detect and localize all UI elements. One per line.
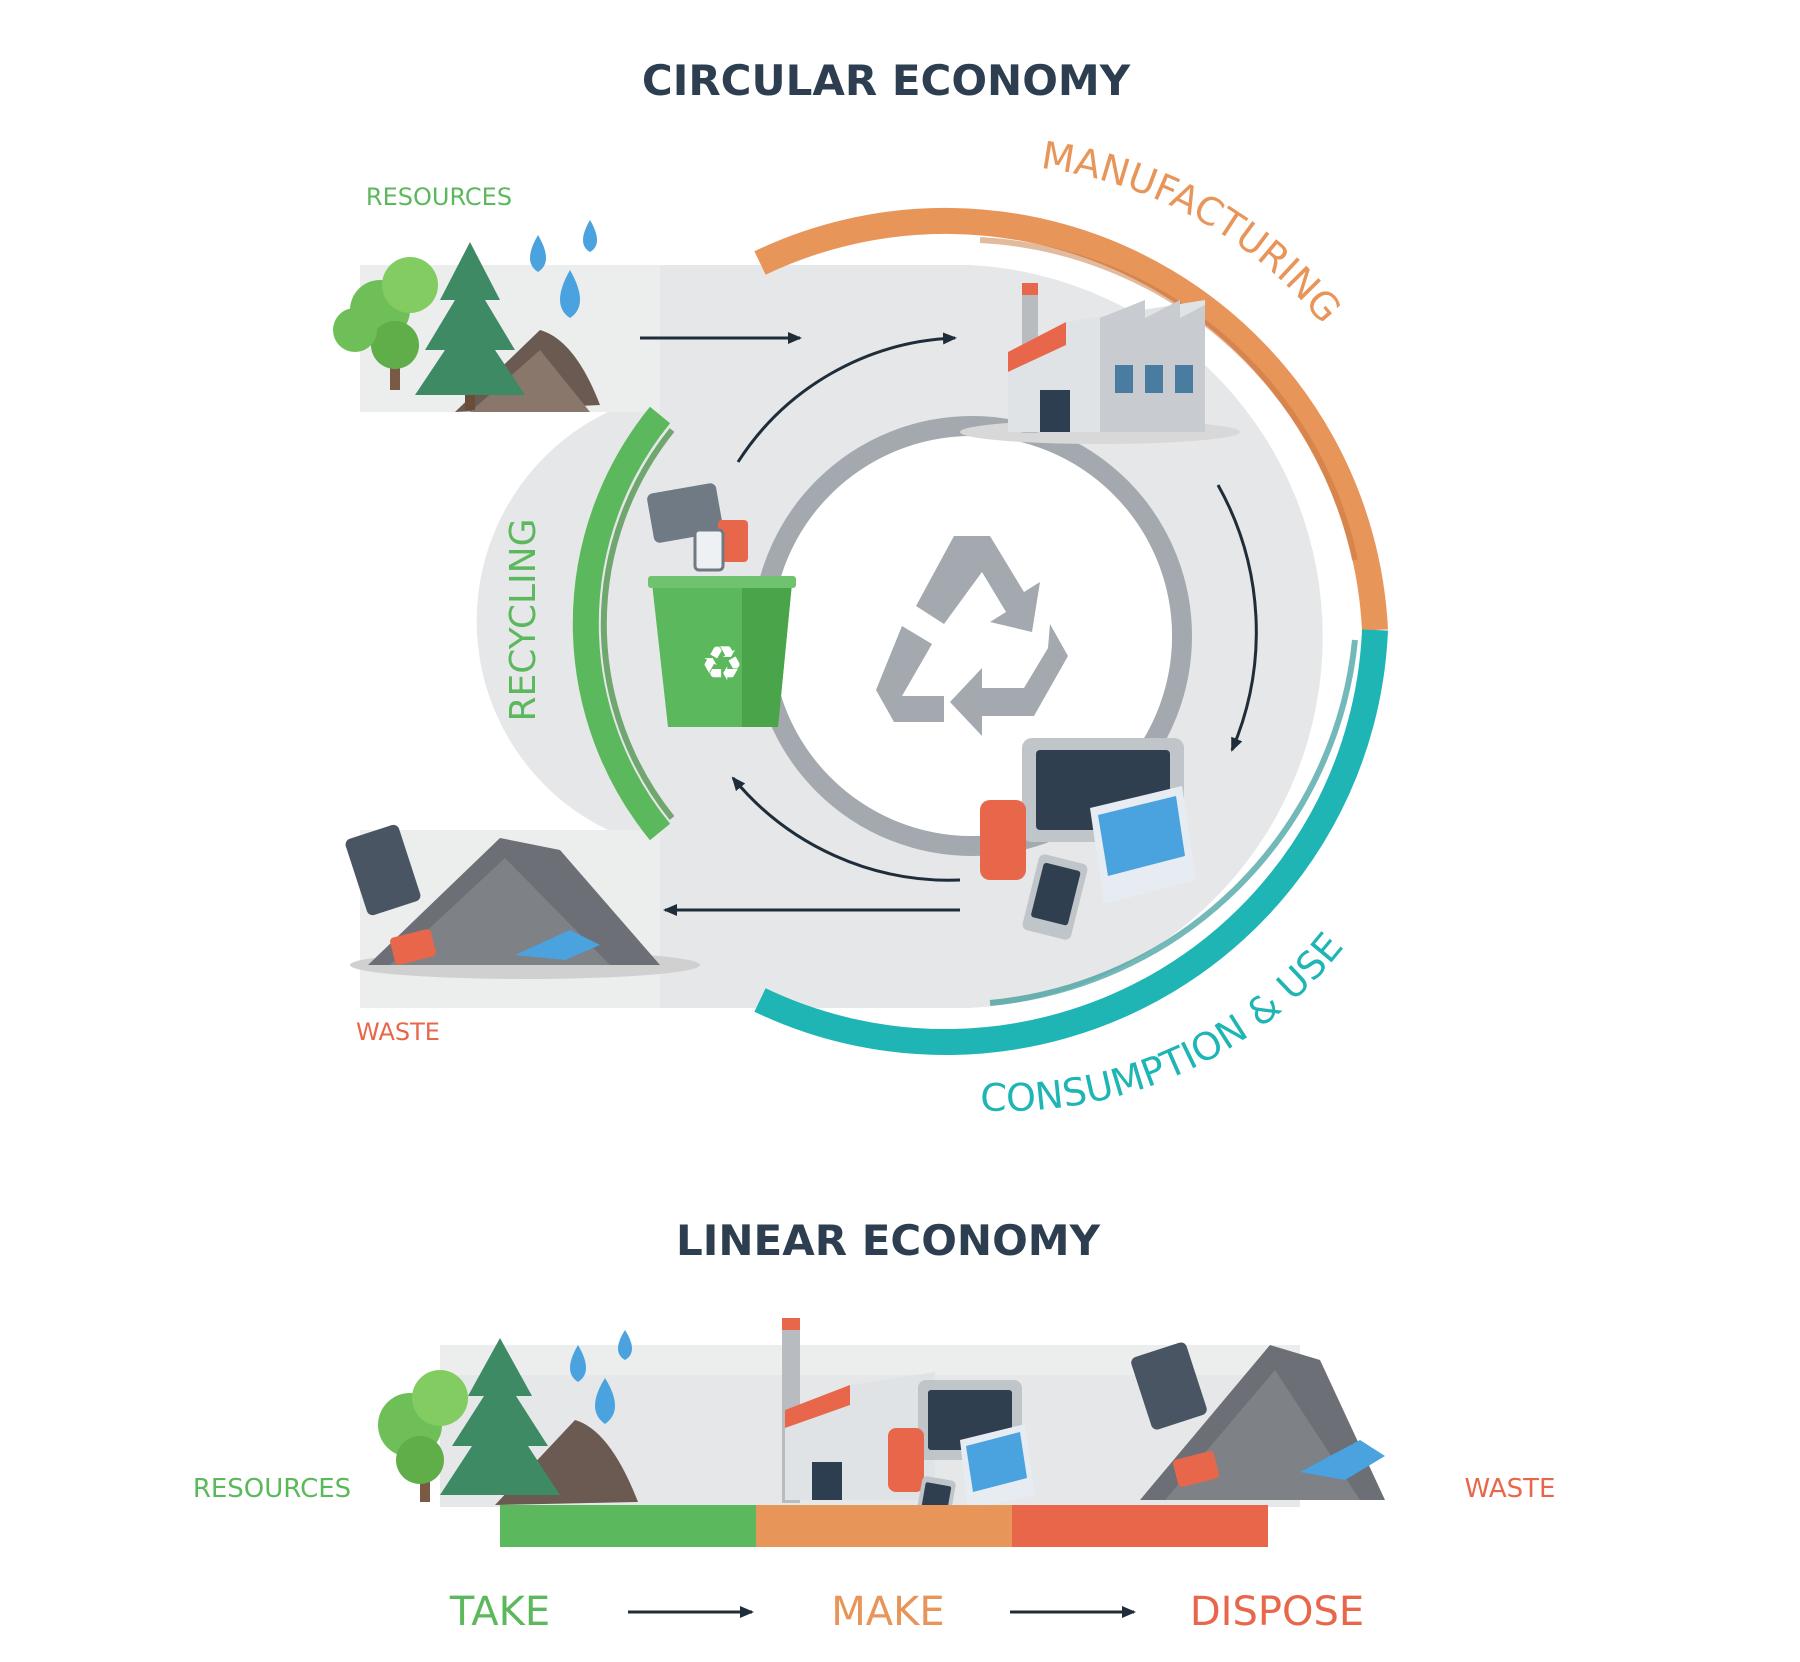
water-drop-icon (570, 1345, 586, 1382)
step-dispose: DISPOSE (1190, 1589, 1364, 1635)
circular-waste-label: WASTE (356, 1018, 440, 1046)
linear-waste-pile-icon (1131, 1342, 1385, 1500)
resources-illustration (333, 220, 600, 412)
water-drop-icon (583, 220, 597, 252)
circular-title: CIRCULAR ECONOMY (642, 56, 1131, 105)
recycling-label: RECYCLING (503, 519, 544, 722)
devices-icon (980, 738, 1196, 940)
arrow-icon (1216, 484, 1258, 752)
circular-resources-label: RESOURCES (366, 183, 512, 211)
water-drop-icon (560, 270, 580, 318)
dispose-bar (1012, 1505, 1268, 1547)
tree-icon (378, 1370, 468, 1502)
consumption-arc-shade (989, 639, 1358, 1006)
factory-icon (960, 283, 1240, 444)
water-drop-icon (595, 1378, 615, 1424)
svg-text:♻: ♻ (700, 636, 743, 692)
tree-icon (333, 257, 438, 390)
linear-title: LINEAR ECONOMY (676, 1216, 1101, 1265)
tree-icon (440, 1338, 560, 1495)
linear-waste-label: WASTE (1465, 1474, 1556, 1504)
linear-resources-illustration (378, 1330, 638, 1505)
arrow-icon (731, 776, 961, 882)
step-take: TAKE (449, 1589, 550, 1635)
consumption-arc (754, 629, 1388, 1055)
linear-resources-label: RESOURCES (193, 1474, 351, 1504)
water-drop-icon (530, 235, 546, 272)
make-bar (756, 1505, 1012, 1547)
recycling-arc (572, 406, 671, 841)
recycle-bin-icon: ♻ (647, 483, 796, 727)
water-drop-icon (618, 1330, 632, 1360)
recycle-symbol-icon (876, 536, 1068, 736)
manufacturing-arc (754, 207, 1388, 631)
recycling-arc-shade (600, 428, 675, 820)
tree-icon (415, 242, 525, 410)
step-make: MAKE (831, 1589, 944, 1635)
linear-devices-icon (888, 1380, 1035, 1534)
arrow-icon (736, 332, 957, 463)
manufacturing-arc-shade (979, 237, 1358, 561)
waste-pile-icon (345, 824, 700, 979)
take-bar (500, 1505, 756, 1547)
inner-disc (772, 436, 1172, 836)
